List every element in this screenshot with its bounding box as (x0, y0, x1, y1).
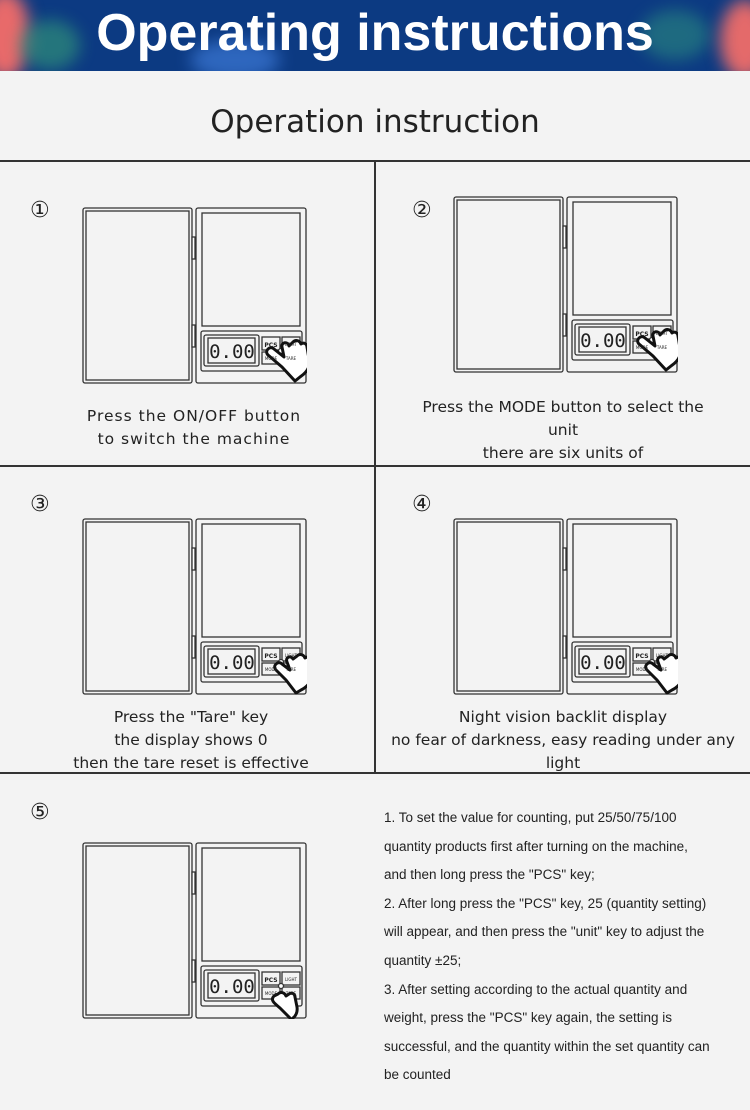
step-number: ① (30, 198, 50, 223)
step-caption: Press the "Tare" key the display shows 0… (0, 706, 382, 775)
step-caption: Press the MODE button to select the unit… (376, 396, 750, 465)
caption-line: Press the "Tare" key (113, 708, 269, 726)
pcs-button: PCS (264, 977, 277, 984)
mode-button: MODE (636, 667, 649, 672)
banner-title: Operating instructions (96, 4, 654, 62)
scale-illustration: 0.00 PCS LIGHT MODE TARE (453, 196, 682, 373)
scale-lid (453, 518, 564, 695)
instruction-step: 1. To set the value for counting, put 25… (384, 810, 688, 883)
step-number: ⑤ (30, 800, 50, 825)
light-button: LIGHT (285, 653, 298, 658)
weighing-platform (201, 212, 301, 327)
lcd-display (203, 645, 260, 678)
scale-body (566, 518, 678, 695)
caption-line: the display shows 0 (114, 731, 268, 749)
instruction-step: 2. After long press the "PCS" key, 25 (q… (384, 895, 707, 968)
scale-illustration: 0.00 PCS LIGHT MODE TARE (82, 842, 307, 1022)
light-button: LIGHT (285, 977, 298, 982)
scale-drawing: 0.00 PCS LIGHT MODE TARE (82, 207, 311, 384)
scale-lid (453, 196, 564, 373)
scale-lid (82, 518, 193, 695)
scale-drawing: 0.00 PCS LIGHT MODE TARE (453, 196, 682, 373)
step-number: ④ (412, 492, 432, 517)
caption-line: then the tare reset is effective (73, 754, 309, 772)
step-caption: Press the ON/OFF button to switch the ma… (0, 405, 388, 451)
scale-lid (82, 207, 193, 384)
tare-button: TARE (656, 345, 668, 350)
tare-button: TARE (285, 991, 297, 996)
weighing-platform (201, 847, 301, 962)
caption-line: no fear of darkness, easy reading under … (391, 731, 735, 772)
caption-line: to switch the machine (97, 430, 291, 448)
pcs-button: PCS (264, 342, 277, 349)
counting-instructions: 1. To set the value for counting, put 25… (384, 804, 714, 1090)
weighing-platform (572, 523, 672, 638)
section-title: Operation instruction (210, 104, 540, 140)
pcs-button: PCS (264, 653, 277, 660)
light-button: LIGHT (656, 331, 669, 336)
lcd-display (574, 323, 631, 356)
lcd-reading: 0.00 (580, 652, 626, 674)
caption-line: there are six units of (482, 444, 644, 462)
weighing-platform (201, 523, 301, 638)
lcd-reading: 0.00 (209, 652, 255, 674)
lcd-reading: 0.00 (209, 976, 255, 998)
caption-line: unit (547, 421, 579, 439)
mode-button: MODE (265, 991, 278, 996)
pointing-hand-icon (270, 991, 299, 1022)
scale-illustration: 0.00 PCS LIGHT MODE TARE (453, 518, 685, 695)
scale-body (195, 842, 307, 1019)
caption-line: Night vision backlit display (458, 708, 668, 726)
caption-line: Press the MODE button to select the (422, 398, 704, 416)
instruction-step: 3. After setting according to the actual… (384, 981, 710, 1083)
scale-drawing: 0.00 PCS LIGHT MODE TARE (82, 842, 307, 1022)
light-button: LIGHT (656, 653, 669, 658)
scale-illustration: 0.00 PCS LIGHT MODE TARE (82, 518, 314, 695)
mode-button: MODE (265, 356, 278, 361)
scale-body (566, 196, 678, 373)
scale-illustration: 0.00 PCS LIGHT MODE TARE (82, 207, 311, 384)
divider (374, 161, 376, 774)
scale-drawing: 0.00 PCS LIGHT MODE TARE (82, 518, 314, 695)
step-number: ③ (30, 492, 50, 517)
mode-button: MODE (265, 667, 278, 672)
lcd-display (574, 645, 631, 678)
tare-button: TARE (285, 356, 297, 361)
tare-button: TARE (285, 667, 297, 672)
scale-drawing: 0.00 PCS LIGHT MODE TARE (453, 518, 685, 695)
step-caption: Night vision backlit display no fear of … (376, 706, 750, 775)
caption-line: Press the ON/OFF button (86, 407, 302, 425)
step-number: ② (412, 198, 432, 223)
scale-lid (82, 842, 193, 1019)
weighing-platform (572, 201, 672, 316)
pcs-button: PCS (635, 331, 648, 338)
scale-body (195, 207, 307, 384)
scale-body (195, 518, 307, 695)
lcd-reading: 0.00 (209, 341, 255, 363)
mode-button: MODE (636, 345, 649, 350)
light-button: LIGHT (285, 342, 298, 347)
banner: Operating instructions (0, 0, 750, 71)
lcd-display (203, 969, 260, 1002)
lcd-reading: 0.00 (580, 330, 626, 352)
lcd-display (203, 334, 260, 367)
tare-button: TARE (656, 667, 668, 672)
pcs-button: PCS (635, 653, 648, 660)
